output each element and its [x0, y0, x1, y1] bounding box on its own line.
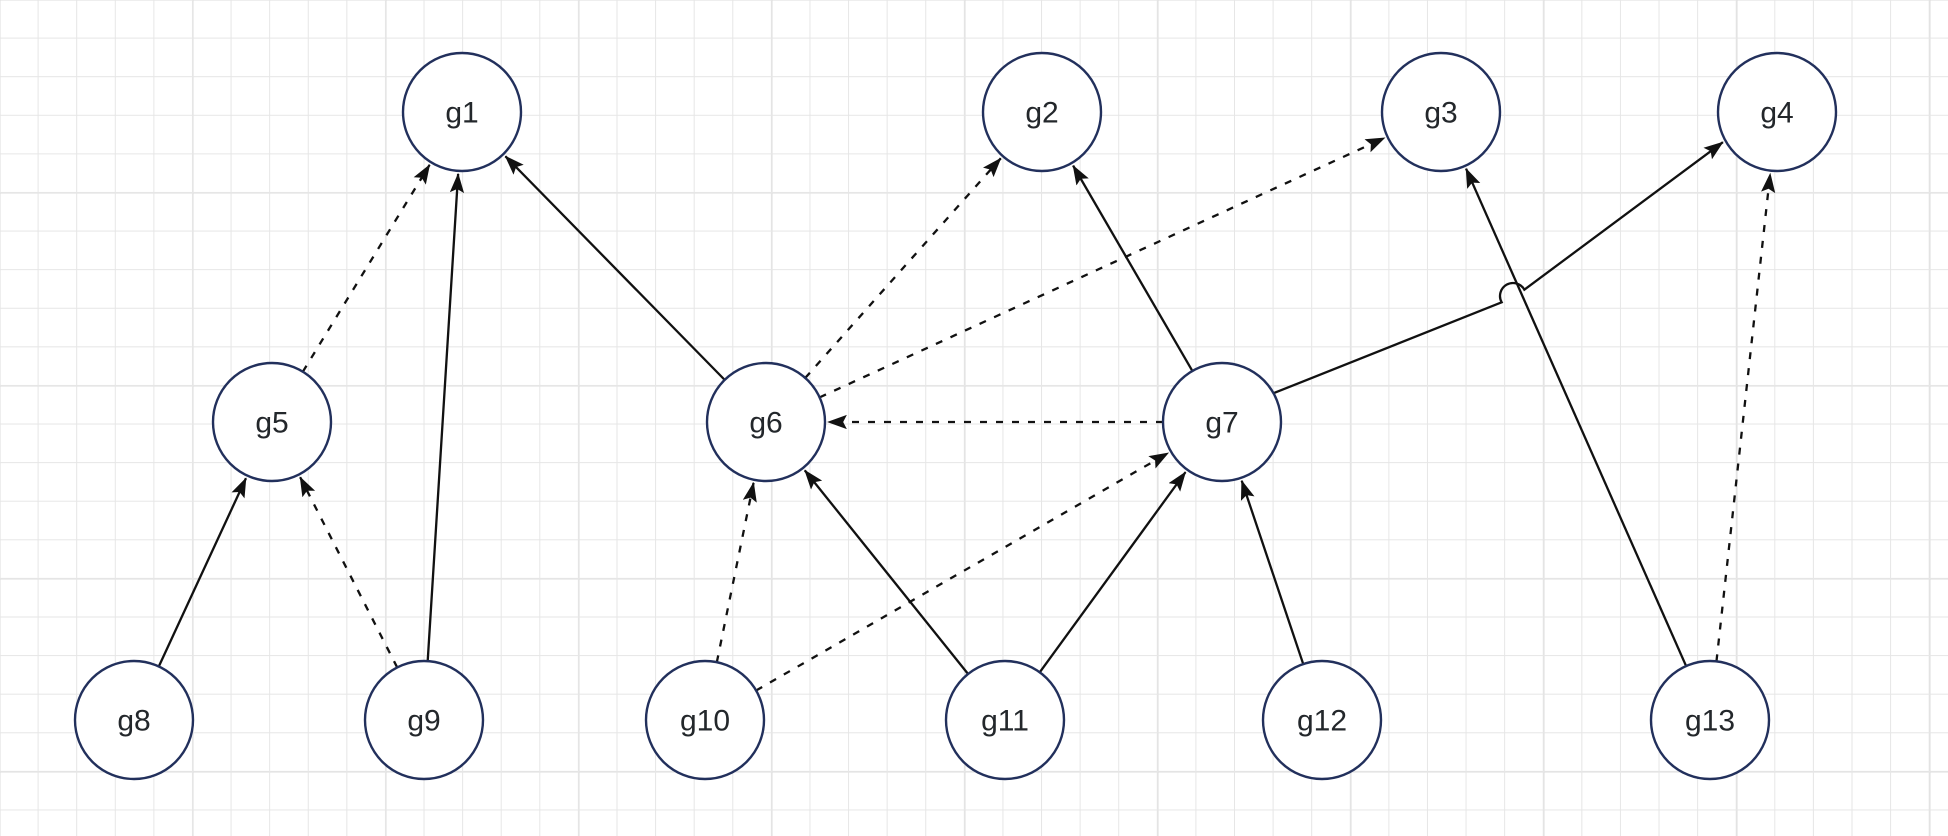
edges-layer [157, 136, 1776, 692]
node-label-g8: g8 [117, 705, 150, 738]
edge-g9-to-g5[interactable] [299, 476, 399, 668]
node-label-g7: g7 [1205, 407, 1238, 440]
node-g6[interactable]: g6 [705, 361, 827, 483]
node-g8[interactable]: g8 [73, 659, 195, 781]
node-label-g1: g1 [445, 97, 478, 130]
node-g13[interactable]: g13 [1649, 659, 1771, 781]
edge-g7-to-g4[interactable] [1273, 141, 1724, 395]
edge-g7-to-g2[interactable] [1072, 164, 1194, 372]
node-g10[interactable]: g10 [644, 659, 766, 781]
node-g4[interactable]: g4 [1716, 51, 1838, 173]
node-circle-g4[interactable] [1716, 51, 1838, 173]
edge-g10-to-g6[interactable] [715, 481, 757, 663]
node-circle-g7[interactable] [1161, 361, 1283, 483]
node-g1[interactable]: g1 [401, 51, 523, 173]
node-label-g9: g9 [407, 705, 440, 738]
node-circle-g11[interactable] [944, 659, 1066, 781]
edge-g11-to-g6[interactable] [803, 469, 969, 675]
node-circle-g13[interactable] [1649, 659, 1771, 781]
node-g5[interactable]: g5 [211, 361, 333, 483]
edge-g13-to-g4[interactable] [1715, 172, 1776, 662]
edge-g5-to-g1[interactable] [301, 164, 431, 373]
node-circle-g3[interactable] [1380, 51, 1502, 173]
node-circle-g9[interactable] [363, 659, 485, 781]
node-g11[interactable]: g11 [944, 659, 1066, 781]
node-g12[interactable]: g12 [1261, 659, 1383, 781]
node-label-g10: g10 [680, 705, 730, 738]
node-label-g2: g2 [1025, 97, 1058, 130]
node-label-g5: g5 [255, 407, 288, 440]
node-g9[interactable]: g9 [363, 659, 485, 781]
node-circle-g8[interactable] [73, 659, 195, 781]
node-circle-g6[interactable] [705, 361, 827, 483]
node-circle-g5[interactable] [211, 361, 333, 483]
edge-g6-to-g1[interactable] [504, 155, 726, 381]
node-label-g11: g11 [981, 705, 1029, 738]
node-label-g6: g6 [749, 407, 782, 440]
node-circle-g2[interactable] [981, 51, 1103, 173]
nodes-layer: g1 g2 g3 g4 g5 g6 g7 g8 g9 g10 g11 g12 g13 [73, 51, 1838, 781]
edge-g12-to-g7[interactable] [1240, 479, 1305, 665]
node-circle-g12[interactable] [1261, 659, 1383, 781]
node-circle-g1[interactable] [401, 51, 523, 173]
edge-g6-to-g2[interactable] [804, 157, 1002, 379]
node-g2[interactable]: g2 [981, 51, 1103, 173]
edge-g6-to-g3[interactable] [819, 136, 1386, 399]
node-label-g3: g3 [1424, 97, 1457, 130]
node-circle-g10[interactable] [644, 659, 766, 781]
edge-g11-to-g7[interactable] [1038, 471, 1187, 673]
edge-g8-to-g5[interactable] [157, 477, 247, 667]
edge-g13-to-g3[interactable] [1465, 167, 1688, 667]
edge-g9-to-g1[interactable] [426, 172, 465, 662]
node-g7[interactable]: g7 [1161, 361, 1283, 483]
node-label-g4: g4 [1760, 97, 1793, 130]
node-label-g13: g13 [1685, 705, 1735, 738]
node-label-g12: g12 [1297, 705, 1347, 738]
node-g3[interactable]: g3 [1380, 51, 1502, 173]
